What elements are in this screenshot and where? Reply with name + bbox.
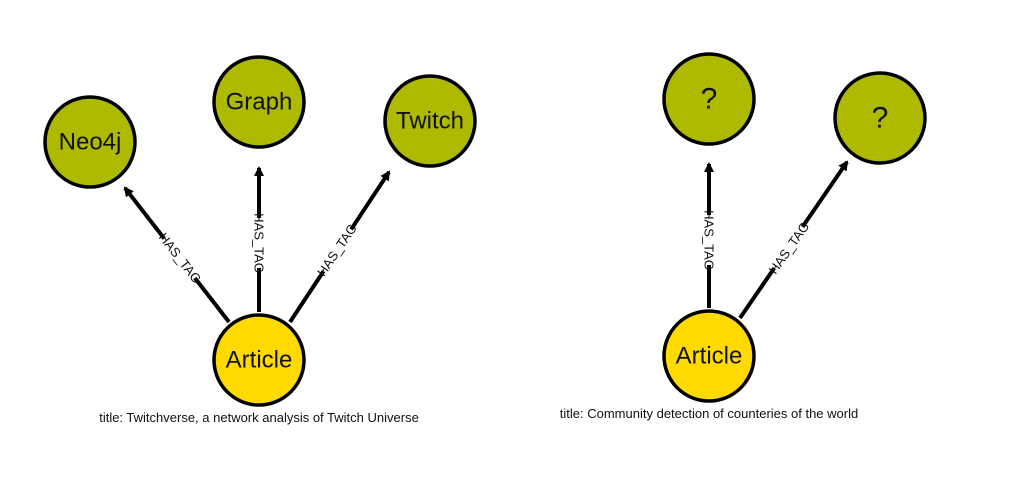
graph-2: HAS_TAG HAS_TAG ? ? Article title: Commu… bbox=[560, 52, 927, 421]
article-title-caption: title: Community detection of counteries… bbox=[560, 406, 858, 421]
article-title-caption: title: Twitchverse, a network analysis o… bbox=[99, 410, 419, 425]
edge-article-twitch: HAS_TAG bbox=[288, 170, 391, 324]
tag-node-neo4j[interactable]: Neo4j bbox=[43, 95, 137, 189]
node-label: ? bbox=[872, 102, 889, 135]
node-label: Article bbox=[676, 343, 743, 370]
node-label: Article bbox=[226, 347, 293, 374]
article-node[interactable]: Article bbox=[212, 313, 306, 407]
edge-label: HAS_TAG bbox=[314, 221, 360, 279]
node-label: ? bbox=[701, 83, 718, 116]
node-label: Neo4j bbox=[59, 129, 122, 156]
edge-article-graph: HAS_TAG bbox=[250, 166, 268, 312]
edge-label: HAS_TAG bbox=[252, 213, 267, 273]
tag-node-unknown-2[interactable]: ? bbox=[833, 71, 927, 165]
node-label: Graph bbox=[226, 89, 293, 116]
tag-node-unknown-1[interactable]: ? bbox=[662, 52, 756, 146]
edge-label: HAS_TAG bbox=[156, 230, 205, 286]
edge-label: HAS_TAG bbox=[702, 210, 717, 270]
graph-1: HAS_TAG HAS_TAG HAS_TAG Neo4j Graph bbox=[43, 55, 477, 425]
article-node[interactable]: Article bbox=[662, 309, 756, 403]
edge-article-neo4j: HAS_TAG bbox=[123, 186, 231, 324]
tag-node-twitch[interactable]: Twitch bbox=[383, 74, 477, 168]
tag-node-graph[interactable]: Graph bbox=[212, 55, 306, 149]
edge-article-unknown-2: HAS_TAG bbox=[738, 160, 849, 320]
edge-label: HAS_TAG bbox=[766, 219, 813, 277]
edge-article-unknown-1: HAS_TAG bbox=[700, 162, 718, 308]
node-label: Twitch bbox=[396, 108, 464, 135]
